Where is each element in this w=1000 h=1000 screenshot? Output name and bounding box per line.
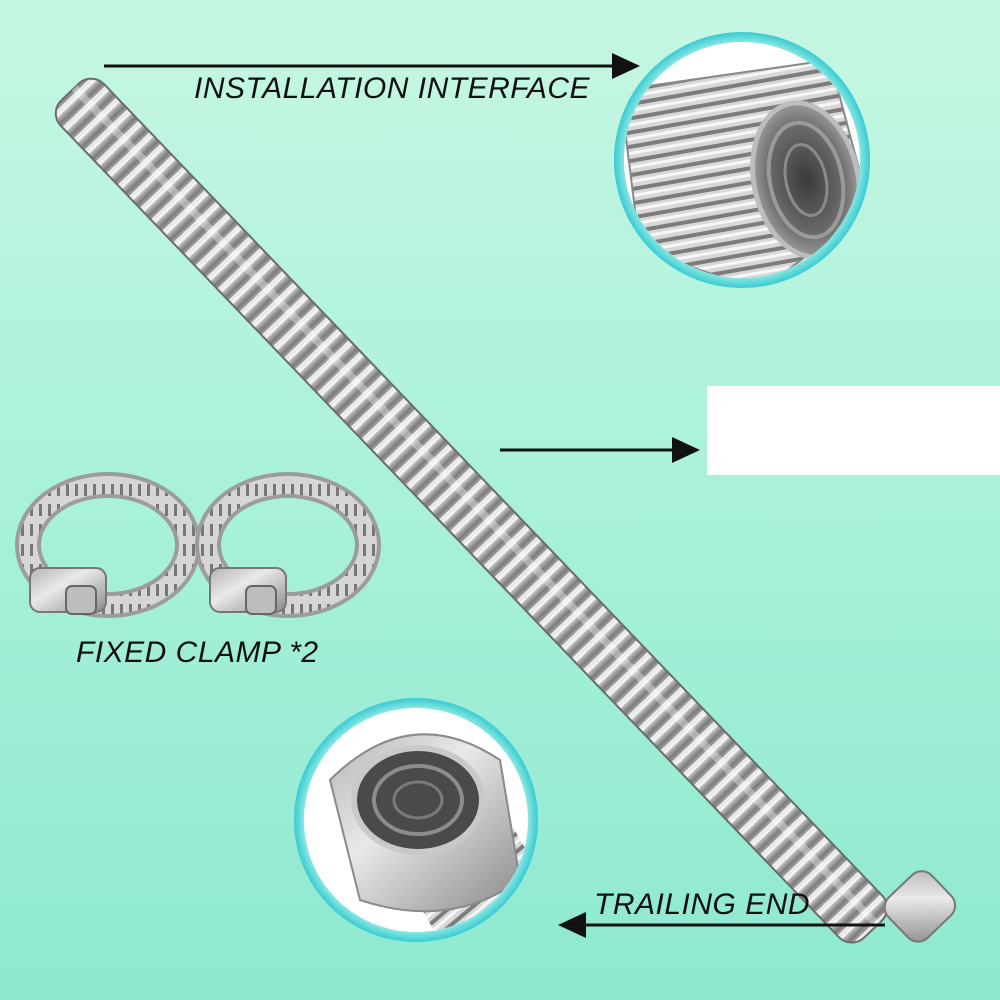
pipe-end-cap <box>883 870 957 943</box>
exhaust-pipe <box>54 77 957 944</box>
installation-interface-zoom <box>614 32 870 288</box>
fixed-clamp-label: FIXED CLAMP *2 <box>76 636 319 669</box>
arrow-left-icon <box>558 912 885 938</box>
blank-label-box <box>707 386 1000 475</box>
hose-clamp-left <box>15 472 201 618</box>
installation-interface-label: INSTALLATION INTERFACE <box>194 72 591 105</box>
hose-clamp-right <box>195 472 381 618</box>
arrow-right-icon <box>104 53 640 79</box>
arrow-right-icon <box>500 437 700 463</box>
trailing-end-label: TRAILING END <box>594 888 811 921</box>
trailing-end-zoom <box>294 698 538 942</box>
